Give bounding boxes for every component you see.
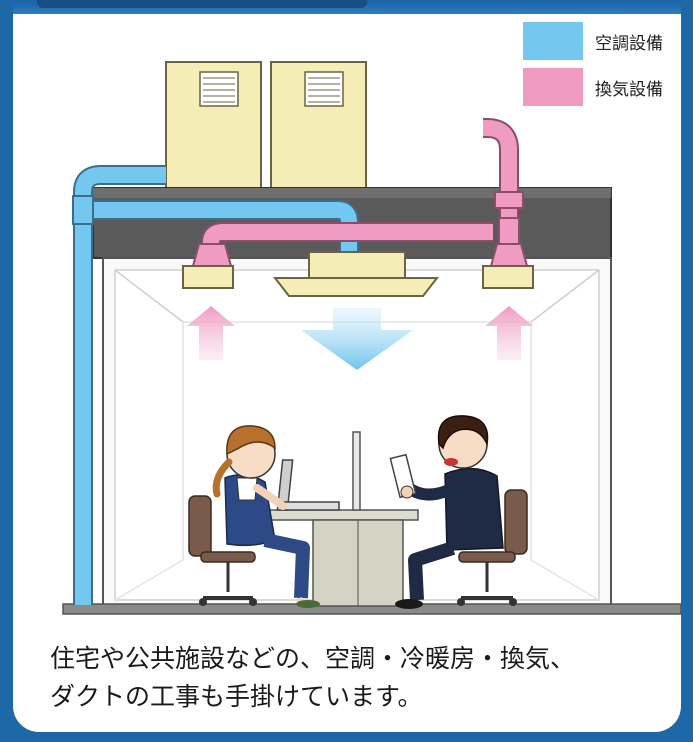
ac-duct: [72, 165, 359, 605]
outdoor-unit-left: [165, 61, 262, 189]
legend-label-ac: 空調設備: [595, 34, 663, 54]
desk: [267, 431, 419, 607]
building-cross-section-illustration: [62, 61, 681, 615]
header-band: [13, 0, 681, 14]
legend-item-vent: 換気設備: [523, 68, 681, 106]
man-worker: [389, 415, 528, 609]
woman-worker: [188, 425, 320, 608]
exhaust-arrow-right: [485, 306, 533, 360]
legend-swatch-ac: [523, 22, 583, 60]
caption-line-2: ダクトの工事も手掛けています。: [50, 682, 423, 711]
caption: 住宅や公共施設などの、空調・冷暖房・換気、 ダクトの工事も手掛けています。: [50, 640, 680, 716]
ceiling-ac-unit: [272, 251, 440, 297]
vent-duct: [191, 118, 529, 267]
legend-swatch-vent: [523, 68, 583, 106]
vent-grille-right: [482, 265, 534, 289]
exhaust-arrow-left: [187, 306, 235, 360]
caption-line-1: 住宅や公共施設などの、空調・冷暖房・換気、: [50, 644, 576, 673]
outdoor-unit-right: [270, 61, 367, 189]
illustration-panel: 空調設備 換気設備 住宅や公共施設などの、空調・冷暖房・換気、 ダクトの工事も手…: [13, 0, 681, 732]
legend-label-vent: 換気設備: [595, 80, 663, 100]
vent-grille-left: [182, 265, 234, 289]
airflow-down-arrow: [301, 308, 413, 370]
legend-item-ac: 空調設備: [523, 22, 681, 60]
